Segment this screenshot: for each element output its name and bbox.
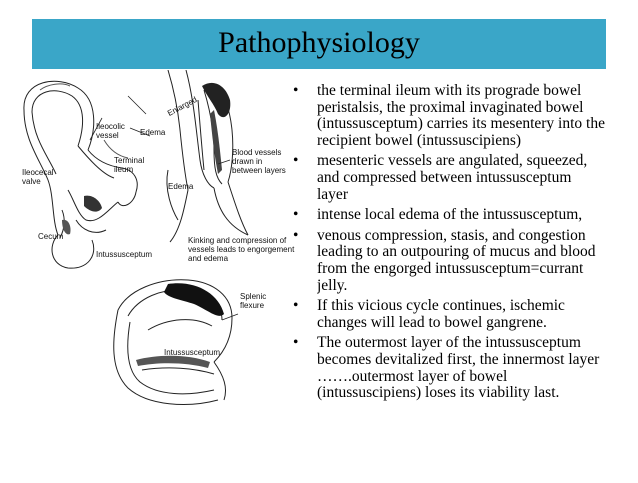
bullet-mark: •: [293, 334, 299, 352]
bullet-line: venous compression, stasis, and congesti…: [317, 227, 586, 244]
title-bar: Pathophysiology: [32, 19, 606, 69]
bullet-item: • the terminal ileum with its prograde b…: [286, 82, 638, 149]
bullet-line: jelly.: [317, 277, 348, 294]
bullet-mark: •: [293, 152, 299, 170]
bullet-mark: •: [293, 297, 299, 315]
bullet-line: (intussusceptum) carries its mesentery i…: [317, 116, 605, 133]
bullet-mark: •: [293, 226, 299, 244]
bullet-line: layer: [317, 186, 348, 203]
bullet-line: mesenteric vessels are angulated, squeez…: [317, 153, 588, 170]
bullet-line: and compressed between intussusceptum: [317, 169, 572, 186]
bullet-line: recipient bowel (intussuscipiens): [317, 132, 522, 149]
bullet-line: The outermost layer of the intussusceptu…: [317, 335, 581, 352]
bullet-item: • mesenteric vessels are angulated, sque…: [286, 153, 638, 203]
bullet-line: from the engorged intussusceptum=currant: [317, 260, 584, 277]
bullet-item: • If this vicious cycle continues, ische…: [286, 298, 638, 331]
bullet-line: …….outermost layer of bowel: [317, 368, 508, 385]
bullet-line: peristalsis, the proximal invaginated bo…: [317, 99, 584, 116]
bullet-line: intense local edema of the intussusceptu…: [317, 207, 583, 224]
intussusception-drawing: [23, 69, 249, 405]
bullet-item: • The outermost layer of the intussuscep…: [286, 335, 638, 401]
bullet-mark: •: [293, 82, 299, 99]
label-edema-mid: Edema: [168, 182, 194, 191]
label-ileocecal-valve: Ileocecal valve: [22, 168, 54, 186]
bullet-line: becomes devitalized first, the innermost…: [317, 351, 600, 368]
label-splenic-flexure: Splenic flexure: [240, 292, 267, 310]
bullet-item: • venous compression, stasis, and conges…: [286, 226, 638, 294]
bullet-line: (intussuscipiens) loses its viability la…: [317, 385, 560, 402]
label-edema-top: Edema: [140, 128, 166, 137]
label-blood-vessels: Blood vessels drawn in between layers: [232, 148, 286, 175]
bullet-line: leading to an outpouring of mucus and bl…: [317, 244, 596, 261]
bullet-item: • intense local edema of the intussuscep…: [286, 207, 638, 224]
intussusception-illustrations: Ileocolic vessel Edema Enlarged Terminal…: [18, 69, 294, 478]
label-ileocolic-vessel: Ileocolic vessel: [96, 122, 125, 140]
bullet-line: changes will lead to bowel gangrene.: [317, 314, 547, 331]
bullet-mark: •: [293, 206, 299, 224]
label-terminal-ileum: Terminal ileum: [114, 156, 145, 174]
label-intussusceptum-bottom: Intussusceptum: [164, 348, 221, 357]
slide-title: Pathophysiology: [218, 26, 420, 59]
bullet-line: the terminal ileum with its prograde bow…: [317, 83, 582, 99]
bullet-line: If this vicious cycle continues, ischemi…: [317, 298, 565, 315]
label-cecum: Cecum: [38, 232, 64, 241]
label-intussusceptum-top: Intussusceptum: [96, 250, 153, 259]
label-kinking: Kinking and compression of vessels leads…: [188, 236, 295, 263]
bullet-list: • the terminal ileum with its prograde b…: [286, 82, 638, 406]
